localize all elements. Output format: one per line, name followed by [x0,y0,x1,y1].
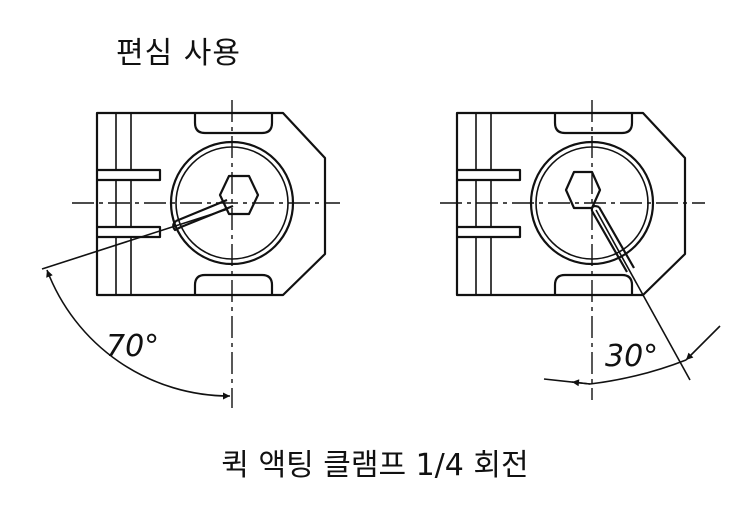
right-clamp: 30° [440,100,721,400]
right-angle-label: 30° [605,339,658,374]
diagram-caption: 퀵 액팅 클램프 1/4 회전 [221,448,529,483]
diagram-title: 편심 사용 [116,36,241,71]
left-angle-label: 70° [106,329,159,364]
left-clamp: 70° [41,100,340,408]
